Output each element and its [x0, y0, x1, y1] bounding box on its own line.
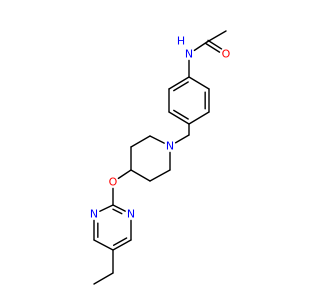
bond-ring_a4-ring_a5 — [188, 111, 210, 125]
bond-ring_a3-ring_a4-inner — [173, 109, 189, 120]
bond-pip_c4-ether_o — [117, 169, 132, 180]
bond-benzyl_ch2-pip_n — [174, 134, 190, 144]
bond-carbonyl_c-carbonyl_o-b — [207, 39, 223, 50]
bond-pip_c4-pip_c5 — [130, 169, 151, 182]
atom-label-amide_h: H — [177, 35, 185, 48]
bond-carbonyl_c-amide_n — [193, 41, 208, 52]
bond-ring_a1-ring_a2 — [168, 76, 190, 90]
atom-label-pyr_n3: N — [127, 208, 135, 221]
bond-pyr_c4-pyr_c5 — [112, 239, 132, 251]
bond-ring_a1-ring_a2-inner — [173, 81, 189, 92]
bond-pip_c5-pip_c6 — [149, 169, 171, 182]
atom-label-ether_o: O — [109, 176, 118, 189]
bond-carbonyl_c-carbonyl_o-a — [205, 42, 221, 53]
bonds-layer — [93, 30, 227, 285]
bond-pyr_c2-pyr_n3 — [112, 204, 126, 212]
bond-pip_c2-pip_c3 — [130, 135, 151, 148]
bond-methyl_c-carbonyl_c — [206, 30, 227, 43]
bond-pyr_c2-pyr_n3-inner — [112, 208, 123, 215]
atom-label-pip_n: N — [166, 140, 174, 153]
bond-pyr_c4-pyr_c5-inner — [112, 237, 128, 246]
bond-pyr_n1-pyr_c2 — [99, 204, 114, 212]
atom-label-pyr_n1: N — [90, 208, 98, 221]
atom-label-amide_n: N — [185, 48, 193, 61]
bond-ring_a3-ring_a4 — [168, 111, 190, 125]
bond-ethyl_ch2-ethyl_ch3 — [93, 272, 114, 285]
bond-pip_n-pip_c2 — [149, 135, 165, 144]
bond-ring_a6-ring_a1 — [188, 76, 210, 90]
atom-label-carbonyl_o: O — [222, 48, 231, 61]
bond-pyr_c5-pyr_c6 — [93, 239, 114, 251]
